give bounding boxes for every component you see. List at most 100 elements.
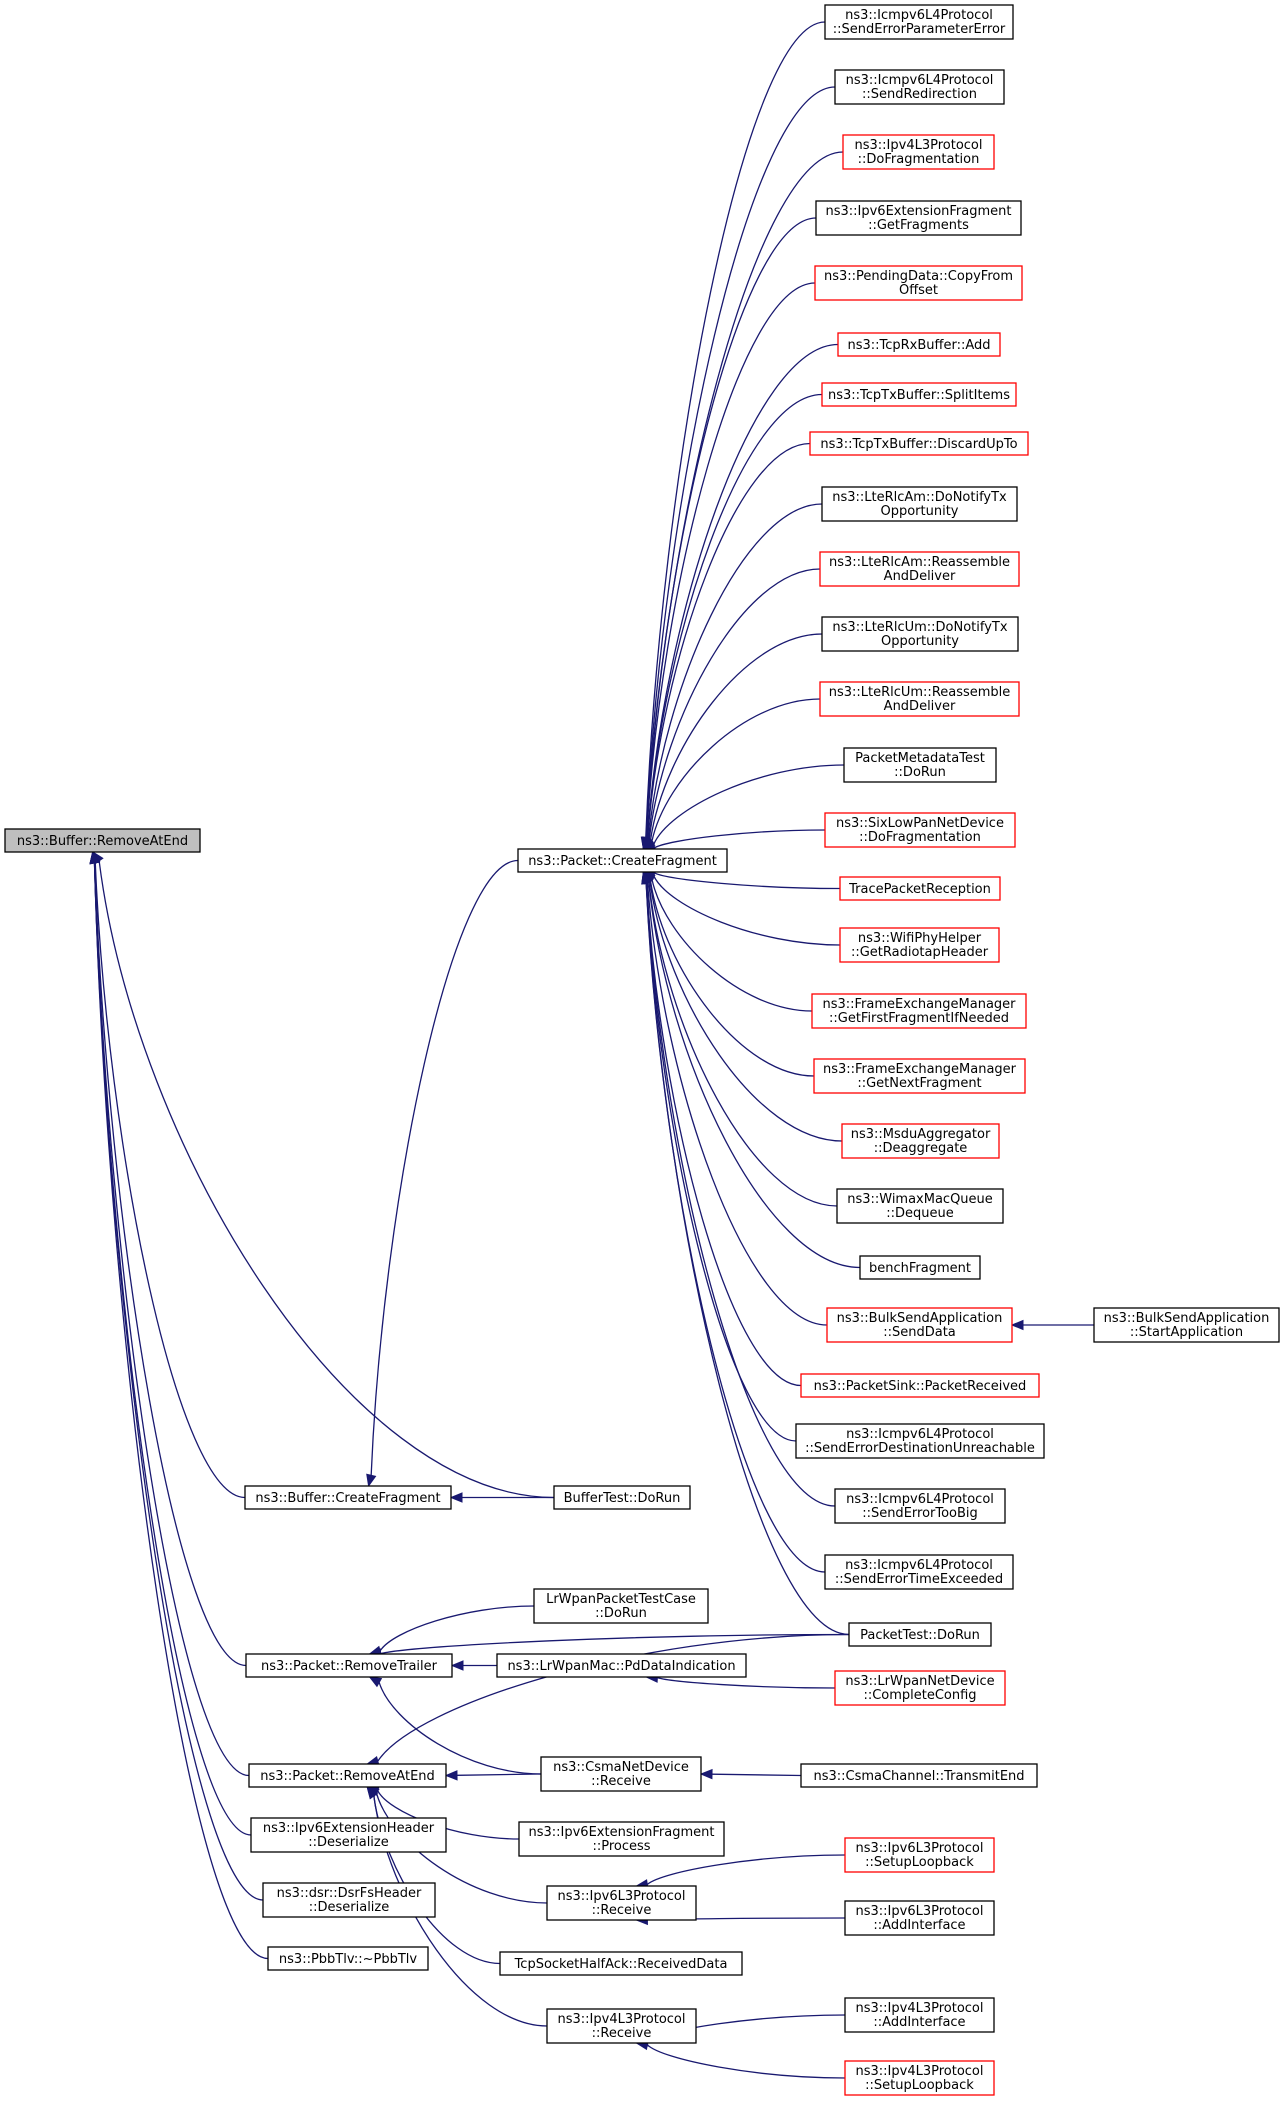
node-dsr[interactable]: ns3::dsr::DsrFsHeader::Deserialize (262, 1882, 436, 1918)
node-ipv6eh[interactable]: ns3::Ipv6ExtensionHeader::Deserialize (250, 1817, 447, 1853)
edge-pending-to-pkt-cf (641, 282, 816, 851)
node-label: ns3::LteRlcUm::Reassemble (829, 685, 1011, 700)
edge-icmp-setb-to-pkt-cf (641, 870, 836, 1507)
node-tcptx-du[interactable]: ns3::TcpTxBuffer::DiscardUpTo (809, 431, 1029, 456)
node-bench[interactable]: benchFragment (859, 1255, 981, 1280)
node-label: AndDeliver (884, 569, 956, 584)
edge-arrowhead (450, 1660, 464, 1671)
edge-arrowhead (1010, 1319, 1024, 1331)
node-msdu[interactable]: ns3::MsduAggregator::Deaggregate (841, 1123, 1000, 1159)
edge-line (375, 1792, 548, 1904)
node-ipv6ef-gf[interactable]: ns3::Ipv6ExtensionFragment::GetFragments (815, 200, 1022, 236)
node-box (837, 332, 1001, 357)
node-pkttest[interactable]: PacketTest::DoRun (848, 1622, 992, 1647)
node-label: ::DoFragmentation (859, 830, 981, 845)
node-icmp-sete[interactable]: ns3::Icmpv6L4Protocol::SendErrorTimeExce… (824, 1554, 1014, 1590)
edge-buftest-to-buf-rae (91, 850, 555, 1499)
node-fem-next[interactable]: ns3::FrameExchangeManager::GetNextFragme… (813, 1058, 1026, 1094)
edge-csmach-to-csmand (699, 1768, 802, 1780)
node-label: ::Receive (592, 2026, 652, 2041)
node-pkt-rt[interactable]: ns3::Packet::RemoveTrailer (245, 1653, 453, 1678)
node-icmp-sr[interactable]: ns3::Icmpv6L4Protocol::SendRedirection (834, 69, 1005, 105)
edge-pkt-rt-to-buf-rae (89, 850, 247, 1667)
node-label: ns3::SixLowPanNetDevice (836, 816, 1004, 831)
edge-pmdtest-to-pkt-cf (642, 764, 845, 850)
node-ipv6l3-recv[interactable]: ns3::Ipv6L3Protocol::Receive (546, 1885, 697, 1921)
node-label: ns3::LteRlcUm::DoNotifyTx (832, 620, 1007, 635)
node-pkt-rae[interactable]: ns3::Packet::RemoveAtEnd (248, 1763, 447, 1788)
node-box (267, 1946, 429, 1971)
node-label: Offset (899, 283, 938, 298)
node-label: ns3::Ipv4L3Protocol (856, 2064, 984, 2079)
node-ipv4-ai[interactable]: ns3::Ipv4L3Protocol::AddInterface (844, 1997, 995, 2033)
edge-line (648, 881, 861, 1269)
node-csmach[interactable]: ns3::CsmaChannel::TransmitEnd (800, 1763, 1038, 1788)
node-pkt-cf[interactable]: ns3::Packet::CreateFragment (517, 848, 728, 873)
node-ipv6ef-proc[interactable]: ns3::Ipv6ExtensionFragment::Process (518, 1821, 725, 1857)
node-bulk-sd[interactable]: ns3::BulkSendApplication::SendData (826, 1307, 1013, 1343)
node-trace[interactable]: TracePacketReception (839, 876, 1001, 901)
edge-line (456, 1773, 542, 1776)
node-label: ns3::Buffer::CreateFragment (255, 1491, 440, 1506)
node-label: ns3::Icmpv6L4Protocol (845, 1558, 993, 1573)
node-icmp-setb[interactable]: ns3::Icmpv6L4Protocol::SendErrorTooBig (834, 1488, 1006, 1524)
node-icmp-sedu[interactable]: ns3::Icmpv6L4Protocol::SendErrorDestinat… (795, 1423, 1045, 1459)
node-box (824, 812, 1016, 848)
node-sixlow[interactable]: ns3::SixLowPanNetDevice::DoFragmentation (824, 812, 1016, 848)
node-tcprx[interactable]: ns3::TcpRxBuffer::Add (837, 332, 1001, 357)
node-box (517, 848, 728, 873)
node-csmand[interactable]: ns3::CsmaNetDevice::Receive (540, 1756, 702, 1792)
node-buf-cf[interactable]: ns3::Buffer::CreateFragment (244, 1485, 452, 1510)
node-label: ::Receive (592, 1903, 652, 1918)
node-lrwpanmac[interactable]: ns3::LrWpanMac::PdDataIndication (496, 1653, 747, 1678)
node-ipv6-sl[interactable]: ns3::Ipv6L3Protocol::SetupLoopback (844, 1837, 995, 1873)
node-wifiphy[interactable]: ns3::WifiPhyHelper::GetRadiotapHeader (839, 927, 1000, 963)
edge-line (657, 1677, 836, 1689)
node-label: LrWpanPacketTestCase (546, 1592, 696, 1607)
node-tcphalf[interactable]: TcpSocketHalfAck::ReceivedData (499, 1951, 743, 1976)
node-box (795, 1423, 1045, 1459)
node-wimax[interactable]: ns3::WimaxMacQueue::Dequeue (836, 1188, 1004, 1224)
edge-pkt-cf-to-buf-cf (366, 859, 519, 1488)
node-label: ns3::PendingData::CopyFrom (824, 269, 1013, 284)
node-box (826, 1307, 1013, 1343)
node-box (859, 1255, 981, 1280)
edge-arrowhead (449, 1492, 463, 1503)
edge-line (654, 829, 826, 849)
edge-pkt-rae-to-buf-rae (89, 850, 250, 1777)
node-icmp-spe[interactable]: ns3::Icmpv6L4Protocol::SendErrorParamete… (824, 4, 1014, 40)
node-label: ::Dequeue (886, 1206, 954, 1221)
node-lrwpantc[interactable]: LrWpanPacketTestCase::DoRun (533, 1588, 709, 1624)
edge-arrowhead (89, 850, 100, 865)
node-ipv4-sl[interactable]: ns3::Ipv4L3Protocol::SetupLoopback (844, 2060, 995, 2096)
edge-icmp-sete-to-pkt-cf (641, 870, 826, 1573)
node-tcptx-si[interactable]: ns3::TcpTxBuffer::SplitItems (821, 382, 1017, 407)
node-ipv4l3-recv[interactable]: ns3::Ipv4L3Protocol::Receive (546, 2008, 697, 2044)
node-ipv4-frag[interactable]: ns3::Ipv4L3Protocol::DoFragmentation (842, 134, 995, 170)
node-bulk-sa[interactable]: ns3::BulkSendApplication::StartApplicati… (1093, 1307, 1280, 1343)
node-box (496, 1653, 747, 1678)
node-buftest[interactable]: BufferTest::DoRun (553, 1485, 691, 1510)
node-box (4, 828, 201, 853)
node-ipv6-ai[interactable]: ns3::Ipv6L3Protocol::AddInterface (844, 1900, 995, 1936)
node-label: ns3::TcpTxBuffer::DiscardUpTo (820, 437, 1017, 452)
edge-line (380, 1633, 850, 1655)
edge-arrowhead (444, 1770, 458, 1781)
node-fem-first[interactable]: ns3::FrameExchangeManager::GetFirstFragm… (811, 993, 1027, 1029)
node-box (250, 1817, 447, 1853)
node-lrwpannd[interactable]: ns3::LrWpanNetDevice::CompleteConfig (834, 1670, 1006, 1706)
node-pmdtest[interactable]: PacketMetadataTest::DoRun (843, 747, 997, 783)
node-sink[interactable]: ns3::PacketSink::PacketReceived (800, 1373, 1040, 1398)
node-label: ns3::CsmaNetDevice (553, 1760, 689, 1775)
node-pbb[interactable]: ns3::PbbTlv::~PbbTlv (267, 1946, 429, 1971)
node-label: AndDeliver (884, 699, 956, 714)
node-label: PacketMetadataTest (855, 751, 985, 766)
edge-line (651, 878, 813, 1012)
node-buf-rae[interactable]: ns3::Buffer::RemoveAtEnd (4, 828, 201, 853)
node-label: ::SendErrorTooBig (862, 1506, 978, 1521)
